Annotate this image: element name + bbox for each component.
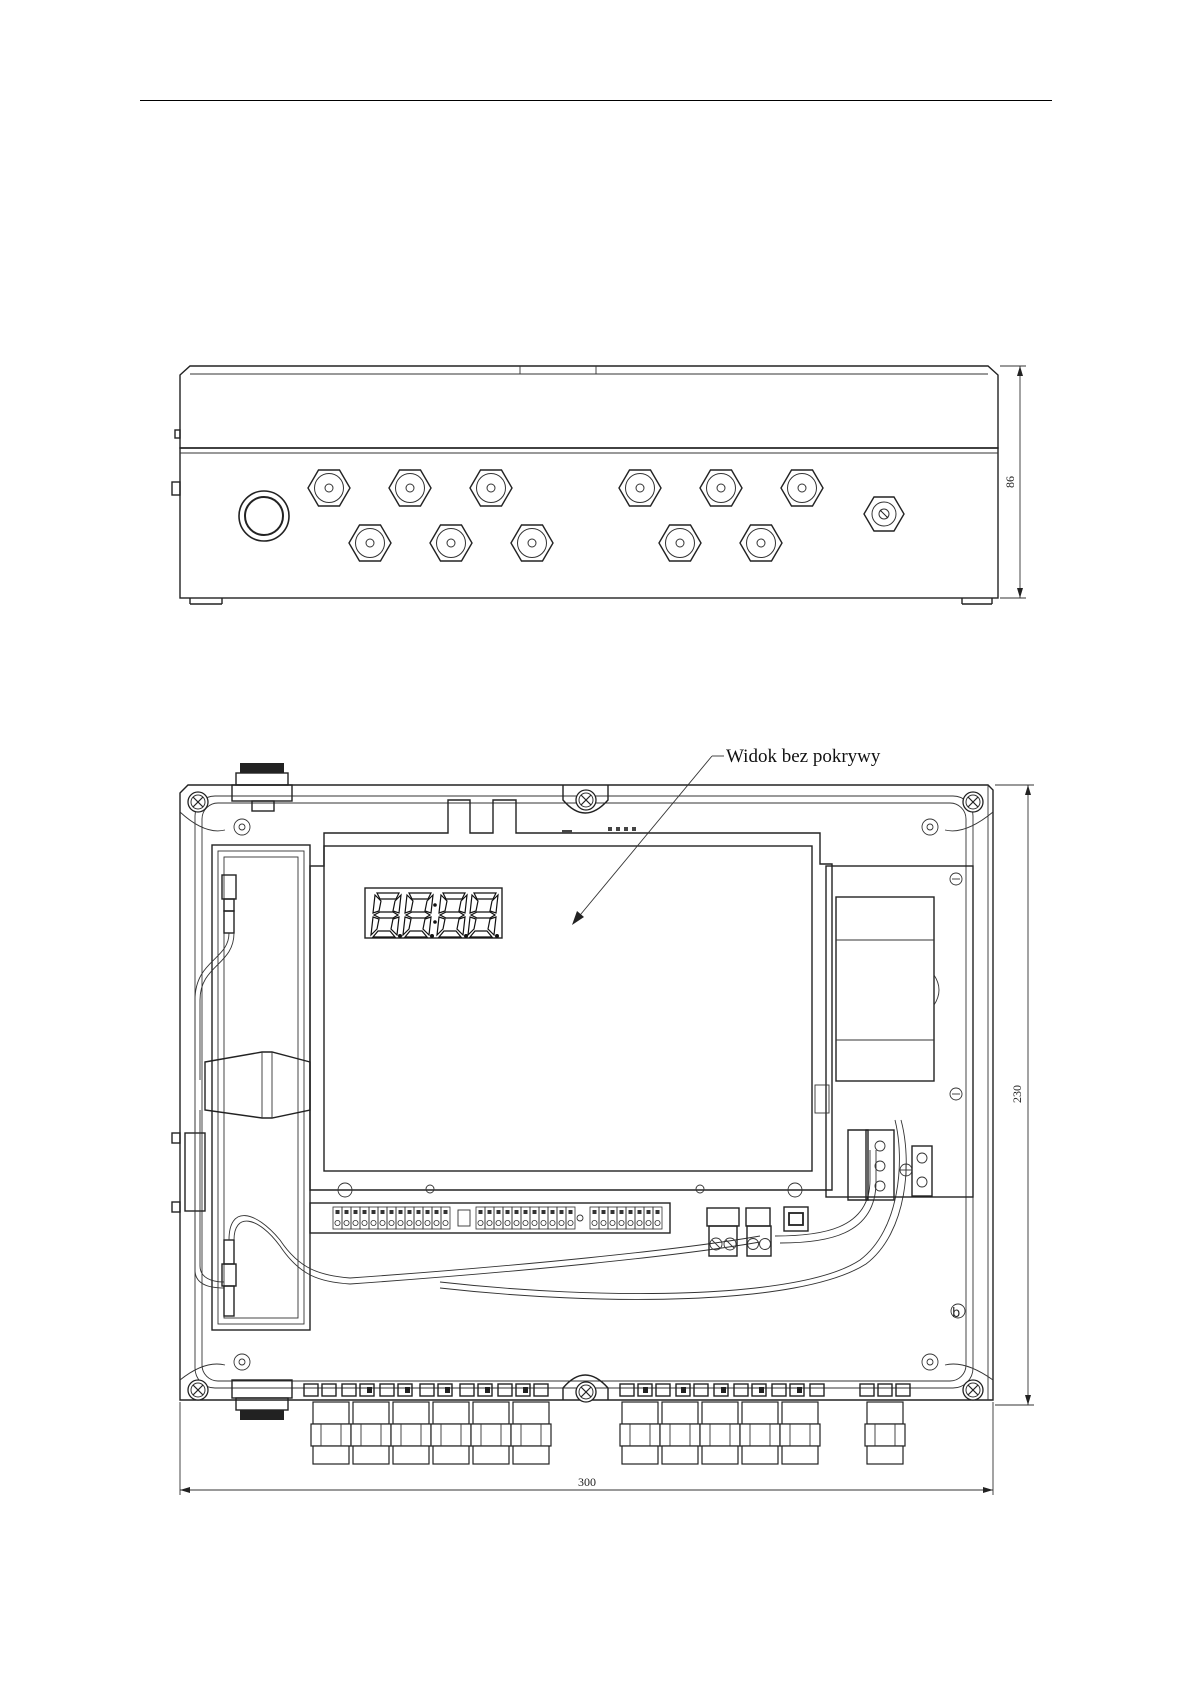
display-digit xyxy=(437,893,468,938)
display-digit xyxy=(371,893,402,938)
cable-gland xyxy=(700,470,742,506)
lid xyxy=(180,366,998,448)
callout-label: Widok bez pokrywy xyxy=(726,746,881,767)
cable-gland xyxy=(349,525,391,561)
inner-wall xyxy=(195,796,973,1388)
side-latch xyxy=(172,482,180,495)
bottom-cable-gland xyxy=(471,1402,511,1464)
lid-screw xyxy=(576,790,596,810)
transformer xyxy=(836,897,934,1081)
wall-connector xyxy=(240,763,284,773)
gland-label-row xyxy=(304,1384,910,1396)
bottom-cable-gland xyxy=(511,1402,551,1464)
cable-gland xyxy=(511,525,553,561)
corner-screw xyxy=(963,1380,983,1400)
cable-gland xyxy=(470,470,512,506)
cable-gland xyxy=(430,525,472,561)
cable-gland xyxy=(389,470,431,506)
bottom-cable-gland xyxy=(865,1402,905,1464)
wall-connector xyxy=(240,1410,284,1420)
bottom-cable-gland xyxy=(780,1402,820,1464)
main-board xyxy=(310,800,832,1190)
left-channel xyxy=(212,845,310,1330)
bottom-cable-gland xyxy=(311,1402,351,1464)
mounting-hole xyxy=(922,1354,938,1370)
svg-text:b: b xyxy=(952,1306,960,1321)
bottom-cable-gland xyxy=(431,1402,471,1464)
top-view: b xyxy=(172,746,1034,1495)
lid-screw xyxy=(576,1382,596,1402)
corner-screw xyxy=(188,1380,208,1400)
front-view: 86 xyxy=(172,366,1026,604)
cable-gland xyxy=(740,525,782,561)
display-digit xyxy=(403,893,434,938)
cable-gland xyxy=(781,470,823,506)
mains-terminal xyxy=(912,1146,932,1196)
terminal-strip xyxy=(310,1203,670,1233)
bottom-cable-gland xyxy=(620,1402,660,1464)
bottom-cable-gland xyxy=(740,1402,780,1464)
bottom-cable-gland xyxy=(660,1402,700,1464)
corner-screw xyxy=(188,792,208,812)
cable-gland xyxy=(308,470,350,506)
dimension-top-height: 230 xyxy=(1010,1085,1024,1103)
dimension-top-width: 300 xyxy=(578,1475,596,1489)
dimension-front-height: 86 xyxy=(1003,476,1017,488)
corner-screw xyxy=(963,792,983,812)
mounting-hole xyxy=(234,819,250,835)
controller-module xyxy=(324,846,812,1171)
inline-fuse xyxy=(224,1240,234,1264)
bottom-cable-gland xyxy=(391,1402,431,1464)
bottom-cable-gland xyxy=(351,1402,391,1464)
housing-outline xyxy=(180,785,993,1400)
cable-clamp xyxy=(205,1052,310,1118)
cable-gland xyxy=(619,470,661,506)
cable-gland xyxy=(659,525,701,561)
bottom-cable-gland xyxy=(700,1402,740,1464)
connector-plug xyxy=(239,491,289,541)
terminal-block xyxy=(747,1226,771,1256)
mounting-hole xyxy=(234,1354,250,1370)
mounting-hole xyxy=(922,819,938,835)
display-digit xyxy=(468,893,499,938)
